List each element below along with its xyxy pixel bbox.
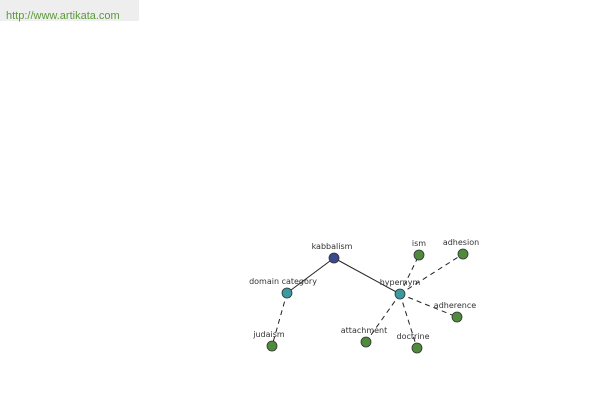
leaf-node-adherence[interactable] (451, 311, 463, 323)
relation-label-domain-category[interactable]: domain category (249, 277, 317, 286)
leaf-label-adherence[interactable]: adherence (434, 301, 476, 310)
edge-domain-category-judaism (271, 292, 288, 347)
leaf-node-ism[interactable] (413, 249, 425, 261)
root-label-kabbalism[interactable]: kabbalism (312, 242, 353, 251)
url-bar: http://www.artikata.com (0, 0, 139, 22)
edge-hypernym-adherence (399, 293, 458, 318)
edges-layer (271, 253, 464, 349)
nodes-layer (266, 248, 469, 354)
leaf-node-judaism[interactable] (266, 340, 278, 352)
leaf-label-judaism[interactable]: judaism (252, 330, 285, 339)
labels-layer: kabbalism domain category hypernym judaism i… (249, 238, 479, 341)
leaf-node-adhesion[interactable] (457, 248, 469, 260)
relation-node-domain-category[interactable] (281, 287, 293, 299)
edge-hypernym-ism (399, 254, 420, 295)
leaf-label-doctrine[interactable]: doctrine (396, 332, 429, 341)
relation-label-hypernym[interactable]: hypernym (380, 278, 421, 287)
edge-kabbalism-hypernym (333, 257, 401, 295)
edge-kabbalism-domain-category (286, 257, 335, 294)
edge-hypernym-doctrine (399, 293, 418, 349)
edge-hypernym-attachment (365, 293, 401, 343)
leaf-node-attachment[interactable] (360, 336, 372, 348)
site-url-link[interactable]: http://www.artikata.com (6, 10, 120, 22)
leaf-label-ism[interactable]: ism (412, 239, 426, 248)
leaf-node-doctrine[interactable] (411, 342, 423, 354)
root-node-kabbalism[interactable] (328, 252, 340, 264)
leaf-label-attachment[interactable]: attachment (341, 326, 387, 335)
relation-node-hypernym[interactable] (394, 288, 406, 300)
leaf-label-adhesion[interactable]: adhesion (443, 238, 479, 247)
edge-hypernym-adhesion (399, 253, 464, 295)
